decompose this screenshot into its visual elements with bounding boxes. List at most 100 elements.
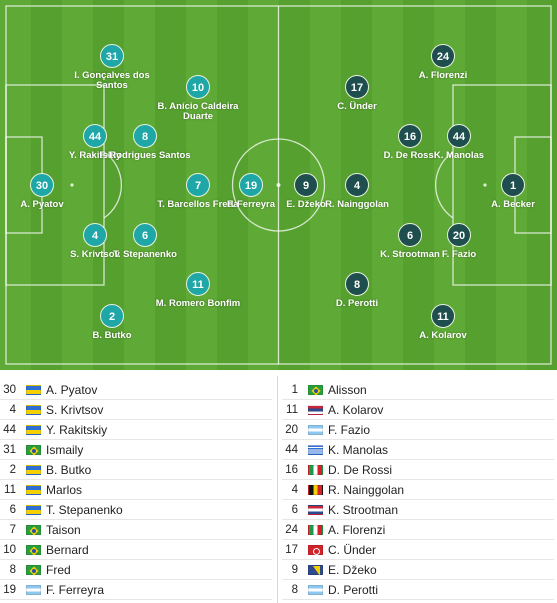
away-player[interactable]: 44 K. Manolas: [409, 124, 509, 161]
player-name: R. Nainggolan: [328, 482, 405, 497]
player-name: S. Krivtsov: [46, 402, 104, 417]
player-name: F. Fazio: [441, 249, 477, 260]
player-name: A. Florenzi: [328, 522, 386, 537]
player-number: 1: [501, 173, 525, 197]
player-name: K. Manolas: [433, 150, 485, 161]
lineup-row[interactable]: 31 Ismaily: [0, 440, 272, 460]
player-number: 4: [291, 483, 298, 496]
away-player[interactable]: 1 A. Becker: [463, 173, 557, 210]
ukraine-flag-icon: [26, 404, 41, 415]
lineup-row[interactable]: 11 Marlos: [0, 480, 272, 500]
lineup-row[interactable]: 24 A. Florenzi: [282, 520, 554, 540]
player-number: 11: [4, 483, 16, 496]
home-player[interactable]: 4 S. Krivtsov: [45, 223, 145, 260]
away-player[interactable]: 6 K. Strootman: [360, 223, 460, 260]
player-number: 44: [447, 124, 471, 148]
home-player[interactable]: 7 T. Barcellos Freda: [148, 173, 248, 210]
away-player[interactable]: 16 D. De Rossi: [360, 124, 460, 161]
player-name: I. Gonçalves dos Santos: [74, 70, 150, 91]
player-number: 11: [431, 304, 455, 328]
brazil-flag-icon: [26, 544, 41, 555]
player-name: D. De Rossi: [383, 150, 437, 161]
home-player[interactable]: 44 Y. Rakitskiy: [45, 124, 145, 161]
player-name: B. Butko: [46, 462, 92, 477]
player-number: 2: [9, 463, 16, 476]
player-number: 16: [398, 124, 422, 148]
home-player[interactable]: 19 F. Ferreyra: [201, 173, 301, 210]
lineup-row[interactable]: 20 F. Fazio: [282, 420, 554, 440]
player-name: Y. Rakitskiy: [68, 150, 122, 161]
home-player[interactable]: 10 B. Anício Caldeira Duarte: [148, 75, 248, 122]
player-name: E. Džeko: [286, 199, 326, 210]
away-player[interactable]: 17 C. Ünder: [307, 75, 407, 112]
player-name: A. Kolarov: [328, 402, 384, 417]
player-name: Alisson: [328, 382, 367, 397]
home-player[interactable]: 8 F. Rodrigues Santos: [95, 124, 195, 161]
player-number: 6: [133, 223, 157, 247]
player-number: 30: [3, 383, 16, 396]
player-name: Fred: [46, 562, 71, 577]
player-number: 44: [3, 423, 16, 436]
lineup-row[interactable]: 4 S. Krivtsov: [0, 400, 272, 420]
column-divider: [277, 376, 278, 603]
home-player[interactable]: 31 I. Gonçalves dos Santos: [62, 44, 162, 91]
player-name: A. Becker: [491, 199, 535, 210]
lineup-row[interactable]: 44 Y. Rakitskiy: [0, 420, 272, 440]
home-player[interactable]: 11 M. Romero Bonfim: [148, 272, 248, 309]
turkey-flag-icon: [308, 544, 323, 555]
away-player[interactable]: 4 R. Nainggolan: [307, 173, 407, 210]
away-player[interactable]: 24 A. Florenzi: [393, 44, 493, 81]
player-number: 19: [239, 173, 263, 197]
player-number: 20: [285, 423, 298, 436]
away-player[interactable]: 11 A. Kolarov: [393, 304, 493, 341]
player-number: 31: [100, 44, 124, 68]
player-number: 1: [291, 383, 298, 396]
player-number: 4: [9, 403, 16, 416]
player-name: Ismaily: [46, 442, 84, 457]
player-name: Y. Rakitskiy: [46, 422, 108, 437]
player-name: D. De Rossi: [328, 462, 393, 477]
away-player[interactable]: 20 F. Fazio: [409, 223, 509, 260]
lineup-row[interactable]: 2 B. Butko: [0, 460, 272, 480]
home-player[interactable]: 2 B. Butko: [62, 304, 162, 341]
lineup-row[interactable]: 1 Alisson: [282, 380, 554, 400]
ukraine-flag-icon: [26, 424, 41, 435]
lineup-row[interactable]: 4 R. Nainggolan: [282, 480, 554, 500]
home-player[interactable]: 6 T. Stepanenko: [95, 223, 195, 260]
player-name: A. Kolarov: [419, 330, 467, 341]
player-name: T. Stepanenko: [113, 249, 177, 260]
player-number: 44: [83, 124, 107, 148]
player-number: 8: [9, 563, 16, 576]
player-number: 17: [345, 75, 369, 99]
player-name: T. Barcellos Freda: [157, 199, 239, 210]
home-player[interactable]: 30 A. Pyatov: [0, 173, 92, 210]
player-name: A. Pyatov: [20, 199, 64, 210]
ukraine-flag-icon: [26, 384, 41, 395]
away-player[interactable]: 9 E. Džeko: [256, 173, 356, 210]
player-name: F. Ferreyra: [226, 199, 276, 210]
lineup-row[interactable]: 8 Fred: [0, 560, 272, 580]
player-number: 7: [186, 173, 210, 197]
player-name: F. Fazio: [328, 422, 371, 437]
player-number: 24: [285, 523, 298, 536]
ukraine-flag-icon: [26, 504, 41, 515]
greece-flag-icon: [308, 444, 323, 455]
player-number: 31: [3, 443, 16, 456]
player-name: Marlos: [46, 482, 83, 497]
away-player[interactable]: 8 D. Perotti: [307, 272, 407, 309]
player-name: D. Perotti: [328, 582, 379, 597]
